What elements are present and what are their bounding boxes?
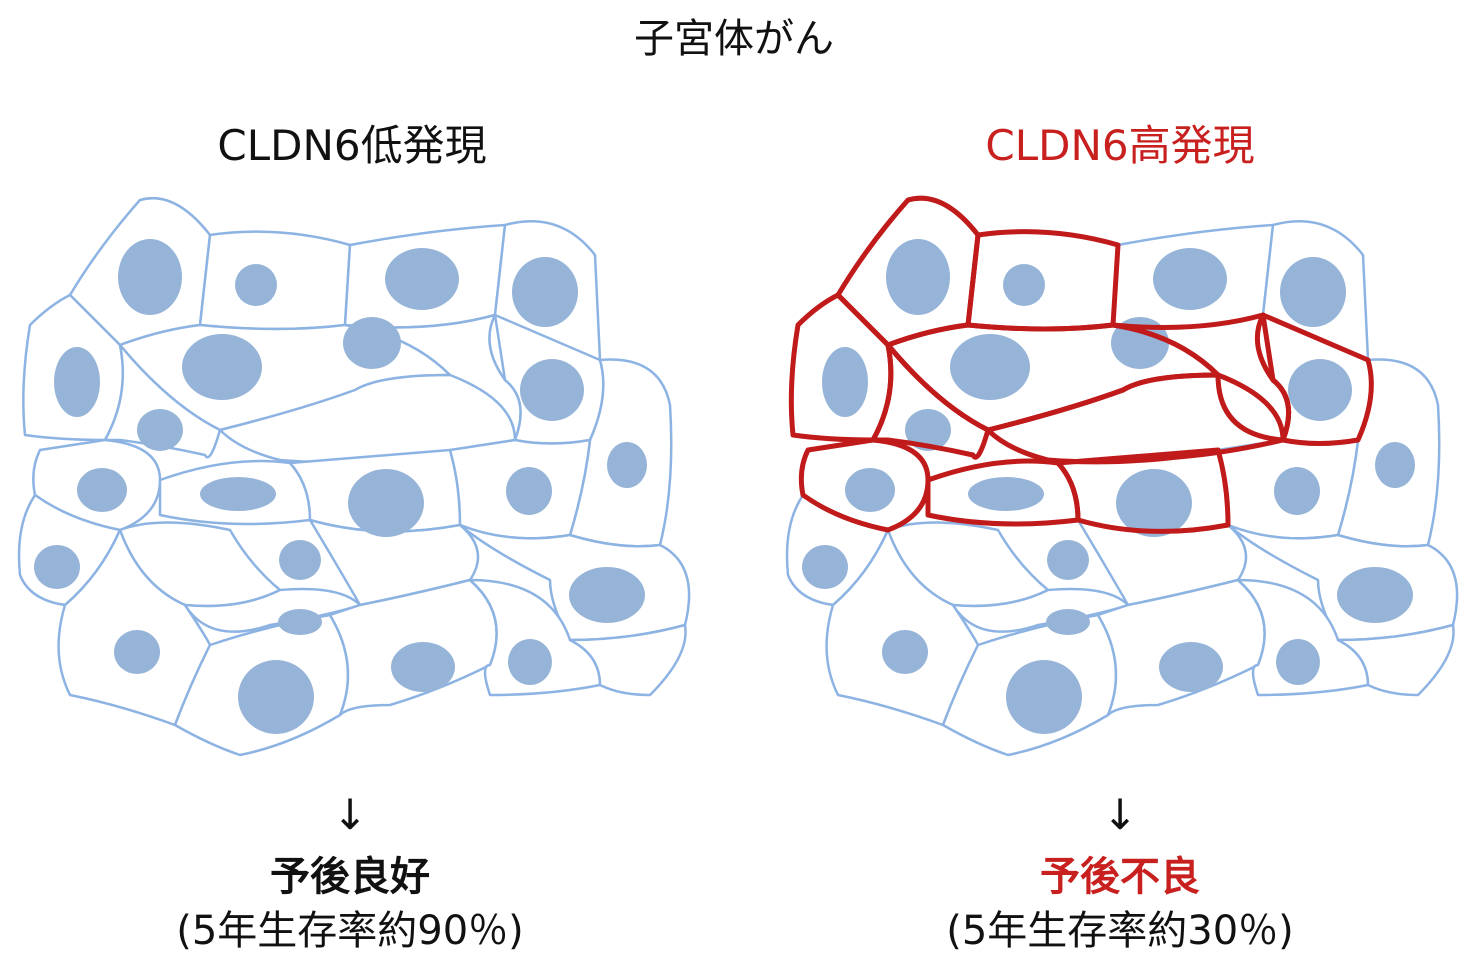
high-expression-highlighted-cell-outline	[1055, 447, 1231, 534]
low-expression-cell-nucleus	[512, 257, 578, 327]
high-expression-cell-nucleus	[882, 630, 928, 674]
heading-low-expression: CLDN6低発現	[217, 121, 487, 170]
low-expression-cell-nucleus	[235, 264, 277, 306]
high-expression-cell-nucleus	[1003, 264, 1045, 306]
high-expression-highlighted-cell-outline	[798, 437, 931, 533]
high-expression-cell-nucleus	[1111, 317, 1169, 369]
high-expression-cell-nucleus	[1337, 567, 1413, 623]
heading-high-expression: CLDN6高発現	[985, 121, 1255, 170]
low-expression-cell-nucleus	[607, 442, 647, 488]
outcome-poor-prognosis: 予後不良	[1040, 854, 1200, 900]
high-expression-cell-outline	[1236, 578, 1370, 697]
high-expression-cell-nucleus	[905, 409, 951, 451]
low-expression-cell-nucleus	[506, 467, 552, 515]
low-expression-cell-nucleus	[279, 540, 321, 580]
low-expression-cell-nucleus	[137, 409, 183, 451]
high-expression-cell-nucleus	[845, 468, 895, 512]
low-expression-cell-nucleus	[278, 609, 322, 635]
cell-cluster-low-expression	[17, 196, 691, 757]
high-expression-cell-nucleus	[1153, 248, 1227, 310]
high-expression-cell-nucleus	[1047, 540, 1089, 580]
high-expression-cell-nucleus	[1288, 359, 1352, 421]
high-expression-cell-nucleus	[950, 334, 1030, 400]
survival-rate-high-expression: (5年生存率約30％)	[946, 908, 1294, 954]
high-expression-cell-nucleus	[822, 347, 868, 417]
low-expression-cell-nucleus	[182, 334, 262, 400]
high-expression-cell-nucleus	[1276, 639, 1320, 685]
low-expression-cell-nucleus	[391, 642, 455, 692]
low-expression-cell-nucleus	[54, 347, 100, 417]
low-expression-cell-outline	[568, 623, 687, 697]
low-expression-cell-nucleus	[569, 567, 645, 623]
low-expression-cell-outline	[468, 578, 602, 697]
low-expression-cell-nucleus	[200, 477, 276, 511]
high-expression-cell-nucleus	[1116, 469, 1192, 537]
cell-cluster-high-expression	[785, 195, 1459, 757]
high-expression-cell-nucleus	[1280, 257, 1346, 327]
down-arrow-icon: ↓	[332, 790, 368, 839]
low-expression-cell-nucleus	[385, 248, 459, 310]
low-expression-cell-nucleus	[114, 630, 160, 674]
low-expression-cell-outline	[103, 343, 222, 459]
high-expression-cell-nucleus	[886, 239, 950, 315]
high-expression-highlighted-cell-outline	[870, 342, 991, 460]
high-expression-cell-nucleus	[1375, 442, 1415, 488]
low-expression-cell-nucleus	[508, 639, 552, 685]
low-expression-cell-nucleus	[238, 660, 314, 734]
high-expression-cell-nucleus	[968, 477, 1044, 511]
high-expression-cell-nucleus	[1274, 467, 1320, 515]
low-expression-cell-nucleus	[77, 468, 127, 512]
high-expression-cell-nucleus	[1046, 609, 1090, 635]
low-expression-cell-nucleus	[343, 317, 401, 369]
page-title: 子宮体がん	[634, 16, 834, 62]
survival-rate-low-expression: (5年生存率約90％)	[176, 908, 524, 954]
high-expression-cell-outline	[1336, 623, 1455, 697]
low-expression-cell-nucleus	[34, 545, 80, 589]
high-expression-cell-nucleus	[1006, 660, 1082, 734]
low-expression-cell-nucleus	[348, 469, 424, 537]
low-expression-cell-nucleus	[118, 239, 182, 315]
high-expression-cell-nucleus	[802, 545, 848, 589]
high-expression-cell-nucleus	[1159, 642, 1223, 692]
down-arrow-icon: ↓	[1102, 790, 1138, 839]
high-expression-highlighted-cell-outline	[1260, 312, 1374, 446]
outcome-good-prognosis: 予後良好	[270, 854, 430, 900]
low-expression-cell-nucleus	[520, 359, 584, 421]
